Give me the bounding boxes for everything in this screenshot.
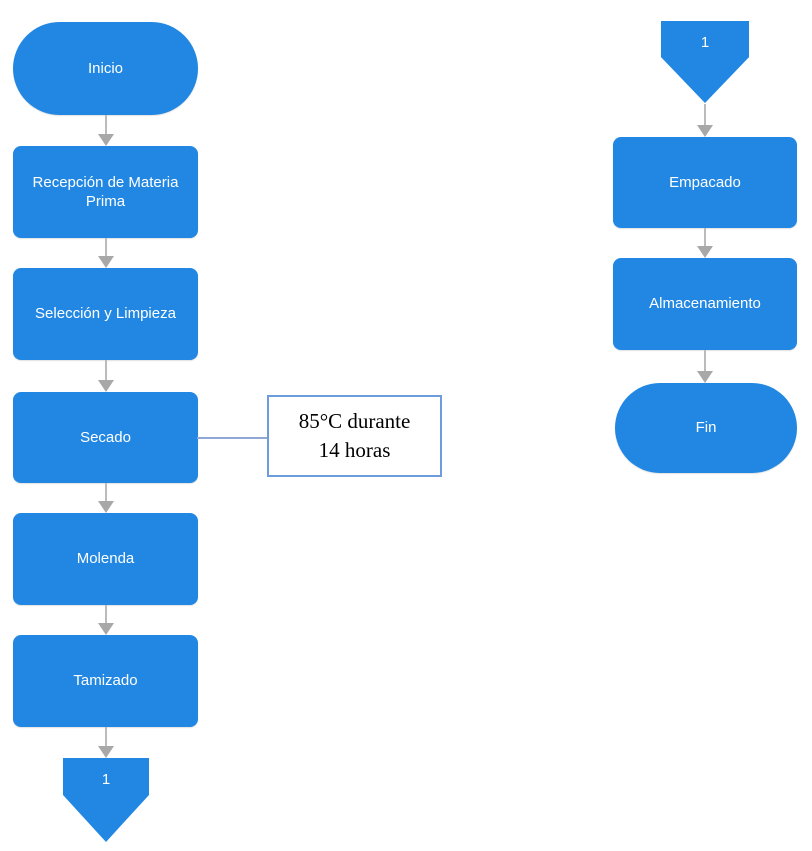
- node-tamizado-label: Tamizado: [73, 672, 138, 690]
- node-inicio: Inicio: [13, 22, 198, 115]
- arrow-recepcion-to-seleccion: [97, 238, 114, 268]
- arrow-secado-to-molenda: [97, 483, 114, 513]
- arrow-shaft: [704, 350, 706, 373]
- arrow-molenda-to-tamizado: [97, 605, 114, 635]
- arrow-shaft: [104, 605, 107, 625]
- arrow-almacenamiento-to-fin: [697, 350, 713, 383]
- annotation-secado-note: 85°C durante 14 horas: [267, 395, 442, 477]
- arrow-shaft: [104, 360, 107, 382]
- arrowhead-icon: [697, 371, 713, 383]
- connector-out-label: 1: [101, 771, 111, 788]
- arrowhead-icon: [97, 623, 114, 635]
- arrowhead-icon: [97, 134, 114, 146]
- node-molenda: Molenda: [13, 513, 198, 605]
- annotation-link-line: [197, 437, 267, 439]
- node-fin-label: Fin: [695, 419, 717, 437]
- arrow-tamizado-to-connector: [97, 727, 114, 758]
- arrow-shaft: [704, 228, 706, 248]
- arrowhead-icon: [97, 256, 114, 268]
- node-recepcion-label: Recepción de Materia Prima: [32, 173, 179, 211]
- arrow-shaft: [104, 483, 107, 503]
- arrow-inicio-to-recepcion: [97, 115, 114, 146]
- arrowhead-icon: [97, 380, 114, 392]
- arrow-empacado-to-almacenamiento: [697, 228, 713, 258]
- node-molenda-label: Molenda: [76, 550, 135, 568]
- arrow-shaft: [104, 115, 107, 136]
- node-almacenamiento: Almacenamiento: [613, 258, 797, 350]
- offpage-connector-out: 1: [63, 758, 149, 842]
- node-seleccion-limpieza: Selección y Limpieza: [13, 268, 198, 360]
- arrow-seleccion-to-secado: [97, 360, 114, 392]
- node-almacenamiento-label: Almacenamiento: [649, 295, 761, 313]
- arrowhead-icon: [697, 246, 713, 258]
- connector-in-label: 1: [700, 34, 710, 51]
- offpage-connector-in: 1: [661, 21, 749, 103]
- node-secado-label: Secado: [80, 428, 131, 446]
- annotation-line2: 14 horas: [318, 438, 391, 462]
- arrow-shaft: [104, 238, 107, 258]
- node-inicio-label: Inicio: [87, 59, 124, 77]
- node-secado: Secado: [13, 392, 198, 483]
- arrowhead-icon: [697, 125, 713, 137]
- annotation-line1: 85°C durante: [298, 408, 411, 433]
- arrowhead-icon: [97, 746, 114, 758]
- arrowhead-icon: [97, 501, 114, 513]
- node-empacado-label: Empacado: [669, 173, 741, 191]
- arrow-shaft: [104, 727, 107, 748]
- node-recepcion-materia-prima: Recepción de Materia Prima: [13, 146, 198, 238]
- node-tamizado: Tamizado: [13, 635, 198, 727]
- node-fin: Fin: [615, 383, 797, 473]
- node-seleccion-label: Selección y Limpieza: [35, 305, 176, 323]
- node-empacado: Empacado: [613, 137, 797, 228]
- arrow-shaft: [704, 104, 706, 127]
- arrow-connector-to-empacado: [697, 104, 713, 137]
